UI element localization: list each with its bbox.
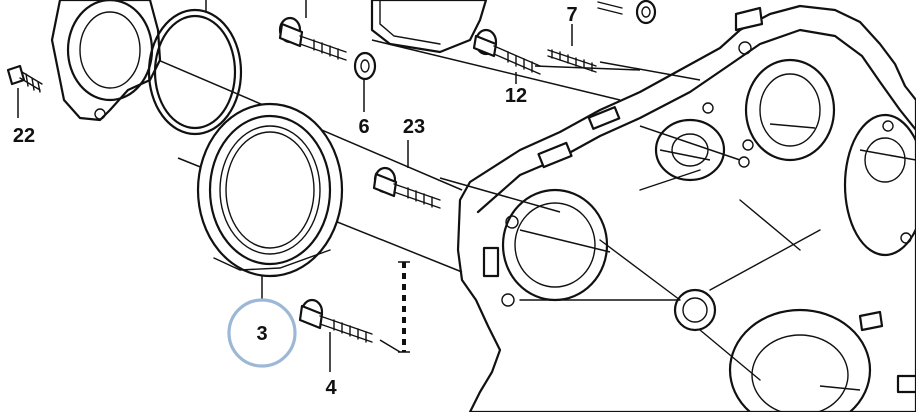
upper-cover-plate: [370, 0, 488, 54]
front-oil-seal-3: [196, 102, 344, 300]
bolt-23: [372, 140, 441, 209]
callout-22: 22: [13, 125, 35, 147]
o-ring: [147, 0, 243, 136]
callout-6: 6: [358, 116, 369, 138]
highlight-circle-part-3: [227, 298, 297, 368]
bolt-22: [6, 64, 43, 118]
timing-cover-casting: [456, 4, 916, 412]
washer-6: [353, 51, 377, 112]
callout-3: 3: [256, 323, 267, 345]
seal-carrier-top-left: [50, 0, 162, 122]
callout-23: 23: [403, 116, 425, 138]
callout-12: 12: [505, 85, 527, 107]
callout-7: 7: [566, 4, 577, 26]
stud-7: [547, 0, 657, 73]
bolt-12: [472, 28, 541, 84]
bolt-top-center: [278, 0, 347, 61]
bolt-4: [298, 298, 373, 372]
callout-4: 4: [325, 377, 337, 399]
